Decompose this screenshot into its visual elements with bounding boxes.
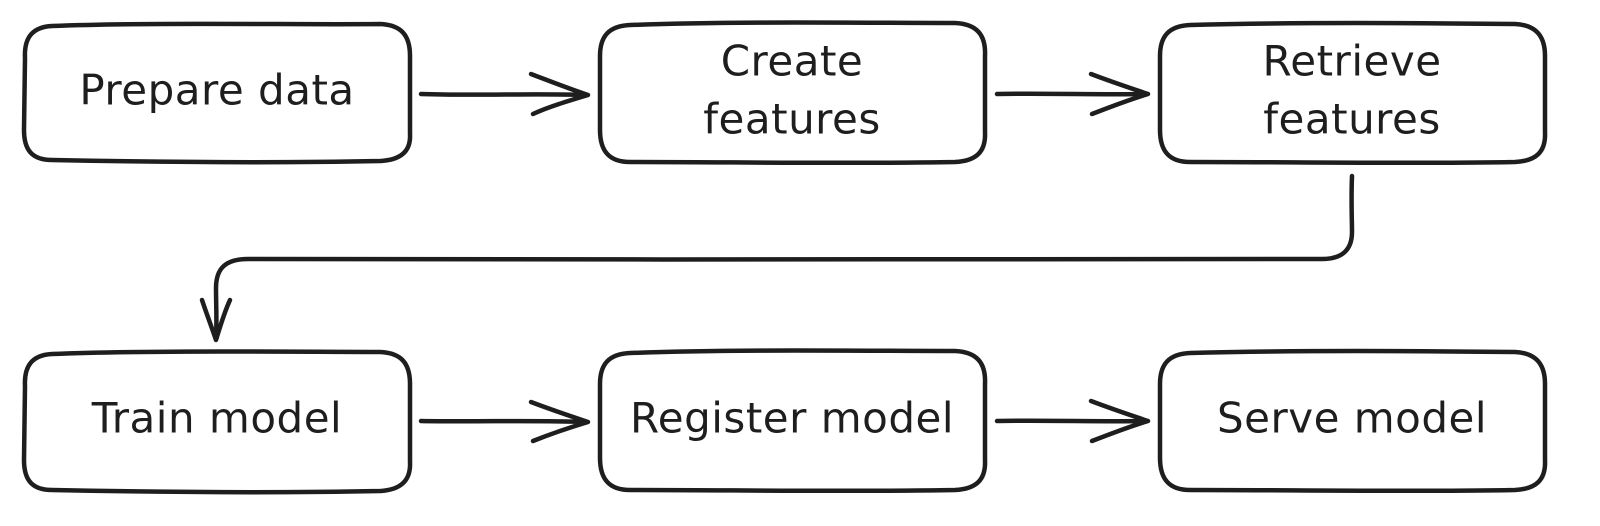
edge-retrieve-to-train (199, 173, 1355, 343)
node-label: Train model (91, 394, 342, 443)
node-box (1157, 20, 1548, 166)
node-box (597, 20, 988, 166)
arrowhead-icon (1088, 398, 1151, 444)
arrowhead-icon (528, 399, 591, 444)
node-serve-model: Serve model (1157, 348, 1548, 494)
edge-train-to-register (418, 399, 591, 444)
arrow-line (994, 91, 1149, 97)
node-label-line-1: Create (721, 37, 864, 86)
node-retrieve-features: Retrieve features (1157, 20, 1548, 166)
node-label-line-2: features (1263, 95, 1441, 144)
edge-register-to-serve (994, 398, 1151, 444)
node-prepare-data: Prepare data (21, 21, 413, 165)
node-label: Register model (630, 394, 954, 443)
arrow-line (213, 173, 1355, 341)
arrowhead-icon (528, 71, 591, 117)
edge-create-to-retrieve (994, 71, 1151, 117)
node-label-line-1: Retrieve (1262, 37, 1441, 86)
node-create-features: Create features (597, 20, 988, 166)
node-box (21, 349, 413, 495)
arrow-line (418, 91, 589, 98)
arrowhead-icon (199, 297, 233, 343)
node-box (597, 348, 988, 494)
node-box (1157, 348, 1548, 494)
node-box (21, 21, 413, 165)
arrow-line (994, 418, 1149, 424)
node-register-model: Register model (597, 348, 988, 494)
node-label: Prepare data (79, 66, 354, 115)
node-label-line-2: features (703, 95, 881, 144)
arrowhead-icon (1088, 71, 1151, 117)
arrow-line (418, 418, 589, 425)
edge-prepare-to-create (418, 71, 591, 117)
node-label: Serve model (1217, 394, 1487, 443)
node-train-model: Train model (21, 349, 413, 495)
